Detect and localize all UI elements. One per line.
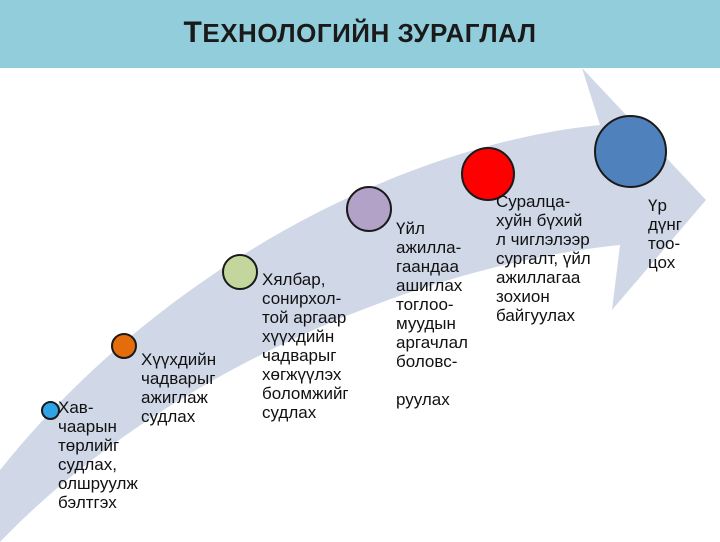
step-5-circle	[461, 147, 515, 201]
step-6-circle	[594, 115, 667, 188]
curved-arrow-shape	[0, 68, 706, 542]
title-band	[0, 0, 720, 68]
step-6-label: Үр дүнг тоо- цох	[648, 196, 683, 272]
page-title: ТЕХНОЛОГИЙН ЗУРАГЛАЛ	[183, 16, 537, 49]
step-1-label: Хав- чаарын төрлийг судлах, олшруулж бэл…	[58, 398, 138, 512]
step-3-circle	[222, 254, 258, 290]
step-2-label: Хүүхдийн чадварыг ажиглаж судлах	[141, 350, 217, 426]
step-2-circle	[111, 333, 137, 359]
step-4-circle	[346, 186, 392, 232]
step-3-label: Хялбар, сонирхол- той аргаар хүүхдийн ча…	[262, 270, 349, 422]
step-4-label: Үйл ажилла- гаандаа ашиглах тоглоо- мууд…	[396, 219, 468, 409]
step-5-label: Суралца- хуйн бүхий л чиглэлээр сургалт,…	[496, 192, 591, 325]
step-1-circle	[41, 401, 60, 420]
